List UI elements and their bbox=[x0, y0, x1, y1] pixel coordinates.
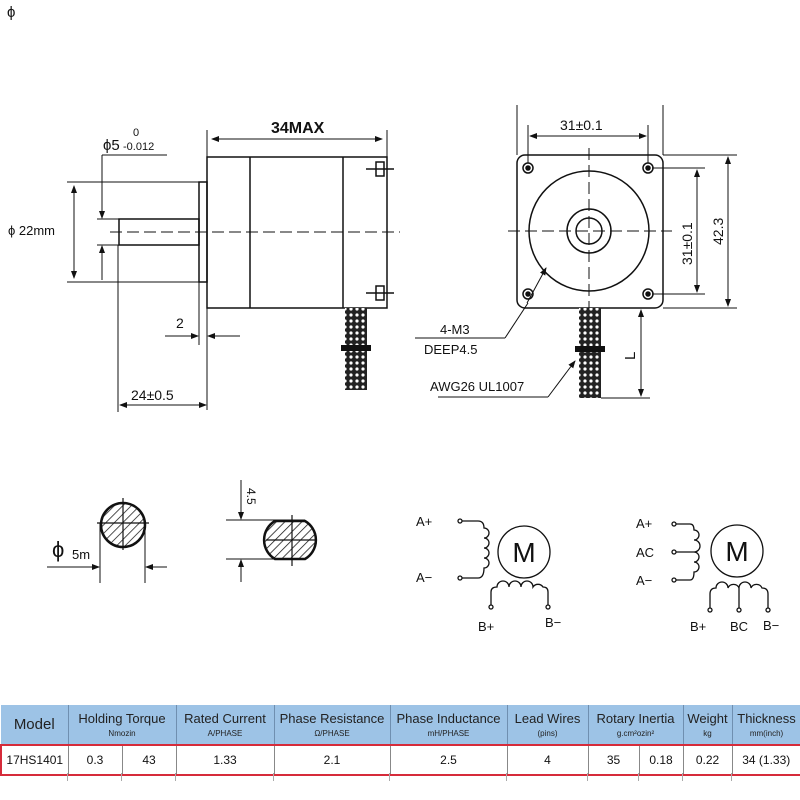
table-row: 17HS1401 0.3 43 1.33 2.1 2.5 4 35 0.18 0… bbox=[0, 744, 800, 776]
motor-symbol bbox=[497, 525, 551, 579]
header-weight: Weight kg bbox=[683, 705, 733, 745]
connector-bottom bbox=[375, 285, 385, 301]
cell-lead-wires: 4 bbox=[507, 744, 589, 776]
header-unit: ozin² bbox=[636, 729, 655, 738]
header-unit: Ω/PHASE bbox=[314, 729, 350, 738]
cell-inertia-ozin2: 0.18 bbox=[639, 744, 684, 776]
corner-phi-symbol: ϕ bbox=[7, 4, 16, 21]
header-label: Phase Inductance bbox=[396, 711, 501, 726]
front-view bbox=[415, 105, 737, 399]
header-rotary-inertia: Rotary Inertia g.cm²ozin² bbox=[588, 705, 684, 745]
cell-torque-ozin: 43 bbox=[122, 744, 177, 776]
cell-phase-resistance: 2.1 bbox=[274, 744, 391, 776]
table-tail-dividers bbox=[0, 773, 800, 781]
cell-phase-inductance: 2.5 bbox=[390, 744, 508, 776]
shaft-tolerance-lower: -0.012 bbox=[123, 141, 154, 153]
wire-spec-label: AWG26 UL1007 bbox=[430, 379, 524, 394]
header-label: Holding Torque bbox=[78, 711, 166, 726]
motor-dimension-drawing: 34MAX ϕ5 0 -0.012 ϕ 22mm 2 24±0.5 bbox=[8, 105, 779, 634]
label-b-minus: B− bbox=[545, 615, 561, 630]
shaft-section-round bbox=[47, 498, 167, 583]
shaft-section-d-cut bbox=[226, 480, 318, 582]
frame-outline bbox=[516, 154, 664, 309]
spec-table: Model Holding Torque Nmozin Rated Curren… bbox=[0, 705, 800, 776]
shaft-tolerance-label: ϕ5 bbox=[103, 137, 120, 154]
body-length-label: 34MAX bbox=[271, 120, 325, 137]
header-label: Rated Current bbox=[184, 711, 266, 726]
shaft-length-label: 24±0.5 bbox=[131, 387, 174, 403]
header-thickness: Thickness mm(inch) bbox=[732, 705, 800, 745]
label-b-minus: B− bbox=[763, 618, 779, 633]
header-phase-inductance: Phase Inductance mH/PHASE bbox=[390, 705, 508, 745]
header-phase-resistance: Phase Resistance Ω/PHASE bbox=[274, 705, 391, 745]
header-lead-wires: Lead Wires (pins) bbox=[507, 705, 589, 745]
header-model: Model bbox=[1, 705, 69, 745]
header-label: Rotary Inertia bbox=[596, 711, 675, 726]
header-unit: mm(inch) bbox=[749, 729, 784, 738]
d-cut-label: 4.5 bbox=[244, 488, 258, 505]
header-unit: Nm bbox=[108, 729, 121, 738]
side-view bbox=[67, 130, 400, 412]
label-bc: BC bbox=[730, 619, 748, 634]
header-unit: mH/PHASE bbox=[427, 729, 470, 738]
mount-depth-label: DEEP4.5 bbox=[424, 342, 477, 357]
table-header-row: Model Holding Torque Nmozin Rated Curren… bbox=[1, 705, 800, 745]
frame-size-label: 42.3 bbox=[710, 218, 726, 245]
cable-sleeve bbox=[579, 308, 601, 398]
cell-inertia-gcm2: 35 bbox=[588, 744, 640, 776]
cell-thickness: 34 (1.33) bbox=[732, 744, 800, 776]
shaft-tolerance-upper: 0 bbox=[133, 127, 139, 139]
motor-symbol bbox=[710, 524, 764, 578]
header-rated-current: Rated Current A/PHASE bbox=[176, 705, 275, 745]
header-label: Weight bbox=[687, 711, 728, 726]
header-label: Thickness bbox=[737, 711, 796, 726]
motor-m-label: M bbox=[725, 536, 748, 567]
header-unit: ozin bbox=[120, 729, 136, 738]
cell-model: 17HS1401 bbox=[0, 744, 69, 776]
label-a-plus: A+ bbox=[636, 516, 652, 531]
motor-m-label: M bbox=[512, 537, 535, 568]
header-unit: (pins) bbox=[537, 729, 558, 738]
header-unit: kg bbox=[703, 729, 712, 738]
label-a-minus: A− bbox=[636, 573, 652, 588]
flange-thickness-label: 2 bbox=[176, 315, 184, 331]
header-label: Lead Wires bbox=[514, 711, 581, 726]
cell-rated-current: 1.33 bbox=[176, 744, 275, 776]
label-b-plus: B+ bbox=[690, 619, 706, 634]
label-b-plus: B+ bbox=[478, 619, 494, 634]
lead-length-label: L bbox=[622, 352, 639, 360]
cell-weight: 0.22 bbox=[683, 744, 733, 776]
label-a-plus: A+ bbox=[416, 514, 432, 529]
flange-diameter-label: ϕ 22mm bbox=[8, 223, 55, 238]
wiring-unipolar bbox=[671, 521, 771, 613]
phi-symbol: ϕ bbox=[52, 537, 64, 562]
hole-spacing-horizontal-label: 31±0.1 bbox=[560, 117, 603, 133]
label-ac: AC bbox=[636, 545, 654, 560]
label-a-minus: A− bbox=[416, 570, 432, 585]
header-unit: g.cm² bbox=[616, 729, 637, 738]
header-unit: A/PHASE bbox=[207, 729, 243, 738]
header-holding-torque: Holding Torque Nmozin bbox=[68, 705, 177, 745]
cell-torque-nm: 0.3 bbox=[68, 744, 123, 776]
mount-holes-label: 4-M3 bbox=[440, 322, 470, 337]
round-shaft-label: 5m bbox=[72, 547, 90, 562]
wiring-bipolar bbox=[457, 518, 551, 610]
connector-top bbox=[375, 161, 385, 177]
hole-spacing-vertical-label: 31±0.1 bbox=[679, 222, 695, 265]
header-label: Phase Resistance bbox=[279, 711, 385, 726]
